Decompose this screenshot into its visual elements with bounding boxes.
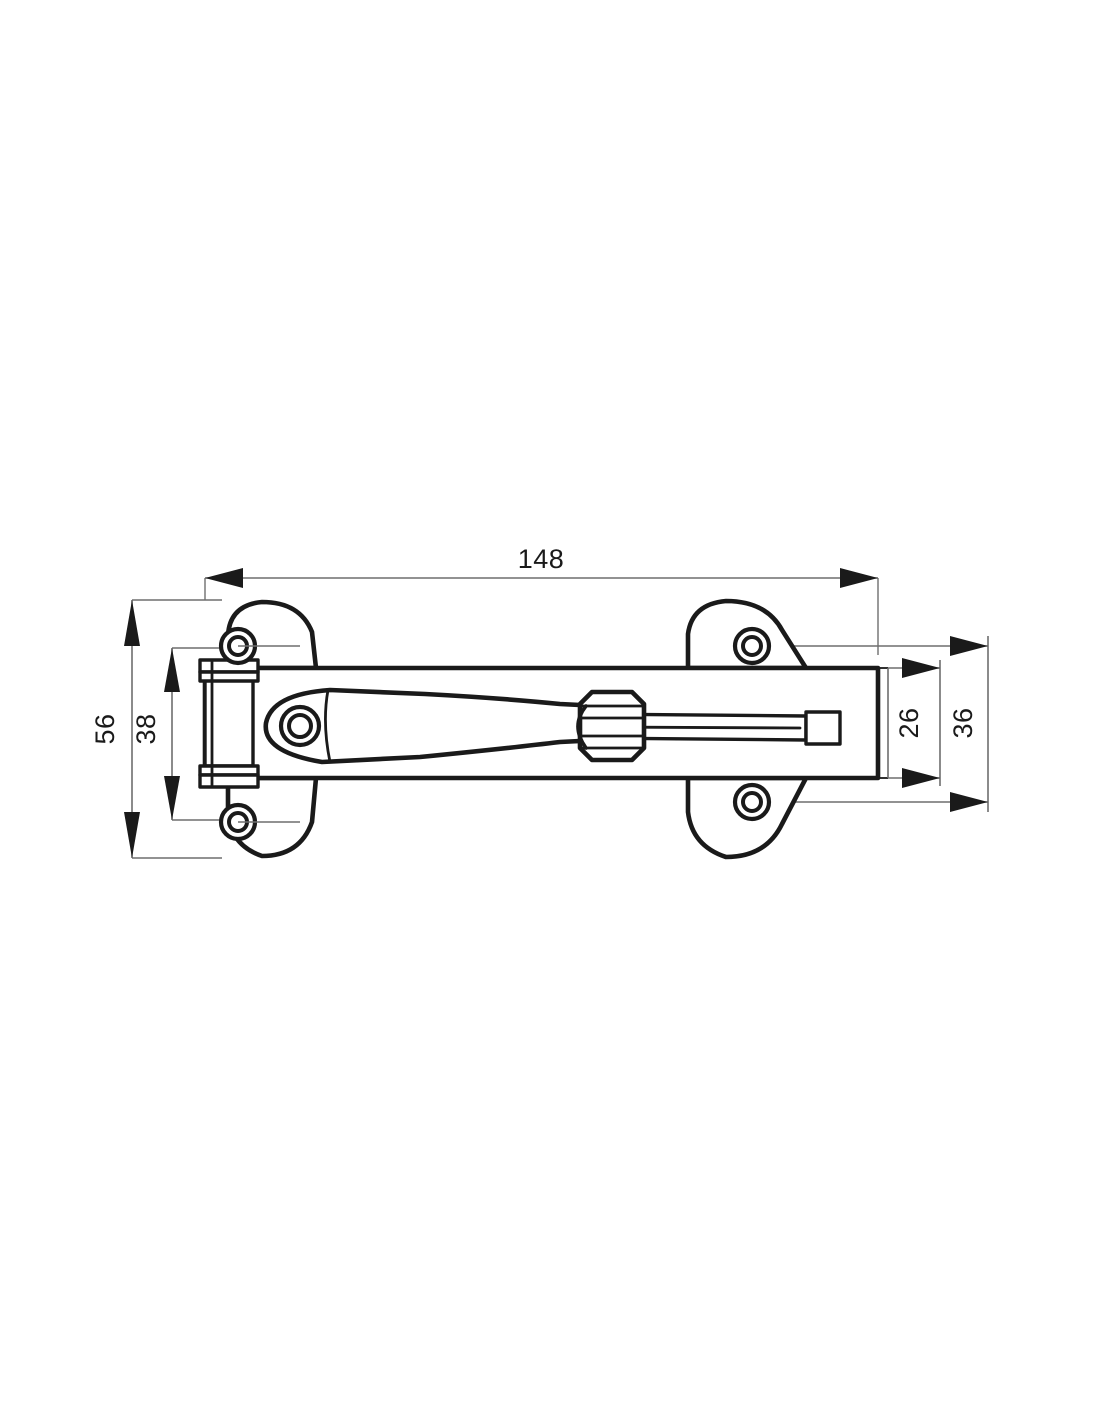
pivot-hole	[278, 704, 322, 748]
arrowhead-38-top	[164, 648, 180, 692]
screw-hole-top-right	[732, 626, 772, 666]
screw-leader-lines	[238, 645, 300, 823]
dim-label-26: 26	[894, 707, 924, 738]
dim-label-38: 38	[131, 713, 161, 744]
screw-hole-bottom-right-inner	[741, 791, 763, 813]
knob-body	[577, 689, 647, 763]
dimension-body-height: 26	[878, 658, 941, 788]
dimension-hinge-height: 38	[131, 647, 250, 821]
pivot-hole-inner	[287, 713, 313, 739]
arrowhead-56-bottom	[124, 812, 140, 858]
arrowhead-36-bottom	[950, 792, 988, 812]
dimension-overall-length: 148	[204, 544, 879, 655]
swing-arm-body	[263, 687, 643, 765]
hinge-collar-top	[198, 670, 260, 683]
knurled-knob	[576, 689, 647, 763]
dim-label-148: 148	[518, 544, 565, 574]
screw-hole-top-right-inner	[741, 635, 763, 657]
dimension-overall-height: 56	[90, 599, 222, 859]
hinge-barrel	[198, 658, 260, 789]
hinge-cap-bottom	[198, 773, 260, 789]
arrowhead-148-right	[840, 568, 878, 588]
arrowhead-26-bottom	[902, 768, 940, 788]
arrowhead-36-top	[950, 636, 988, 656]
dim-label-56: 56	[90, 713, 120, 744]
swing-arm-hub-edge	[324, 688, 332, 764]
dimension-screw-span: 36	[760, 636, 989, 812]
swing-arm	[263, 687, 643, 765]
arrowhead-56-top	[124, 600, 140, 646]
arrowhead-38-bottom	[164, 776, 180, 820]
bolt-tip	[804, 710, 842, 746]
knob-shaft-curve	[576, 704, 588, 750]
arrowhead-26-top	[902, 658, 940, 678]
dim-label-36: 36	[948, 707, 978, 738]
arrowhead-148-left	[205, 568, 243, 588]
screw-hole-bottom-right	[732, 782, 772, 822]
